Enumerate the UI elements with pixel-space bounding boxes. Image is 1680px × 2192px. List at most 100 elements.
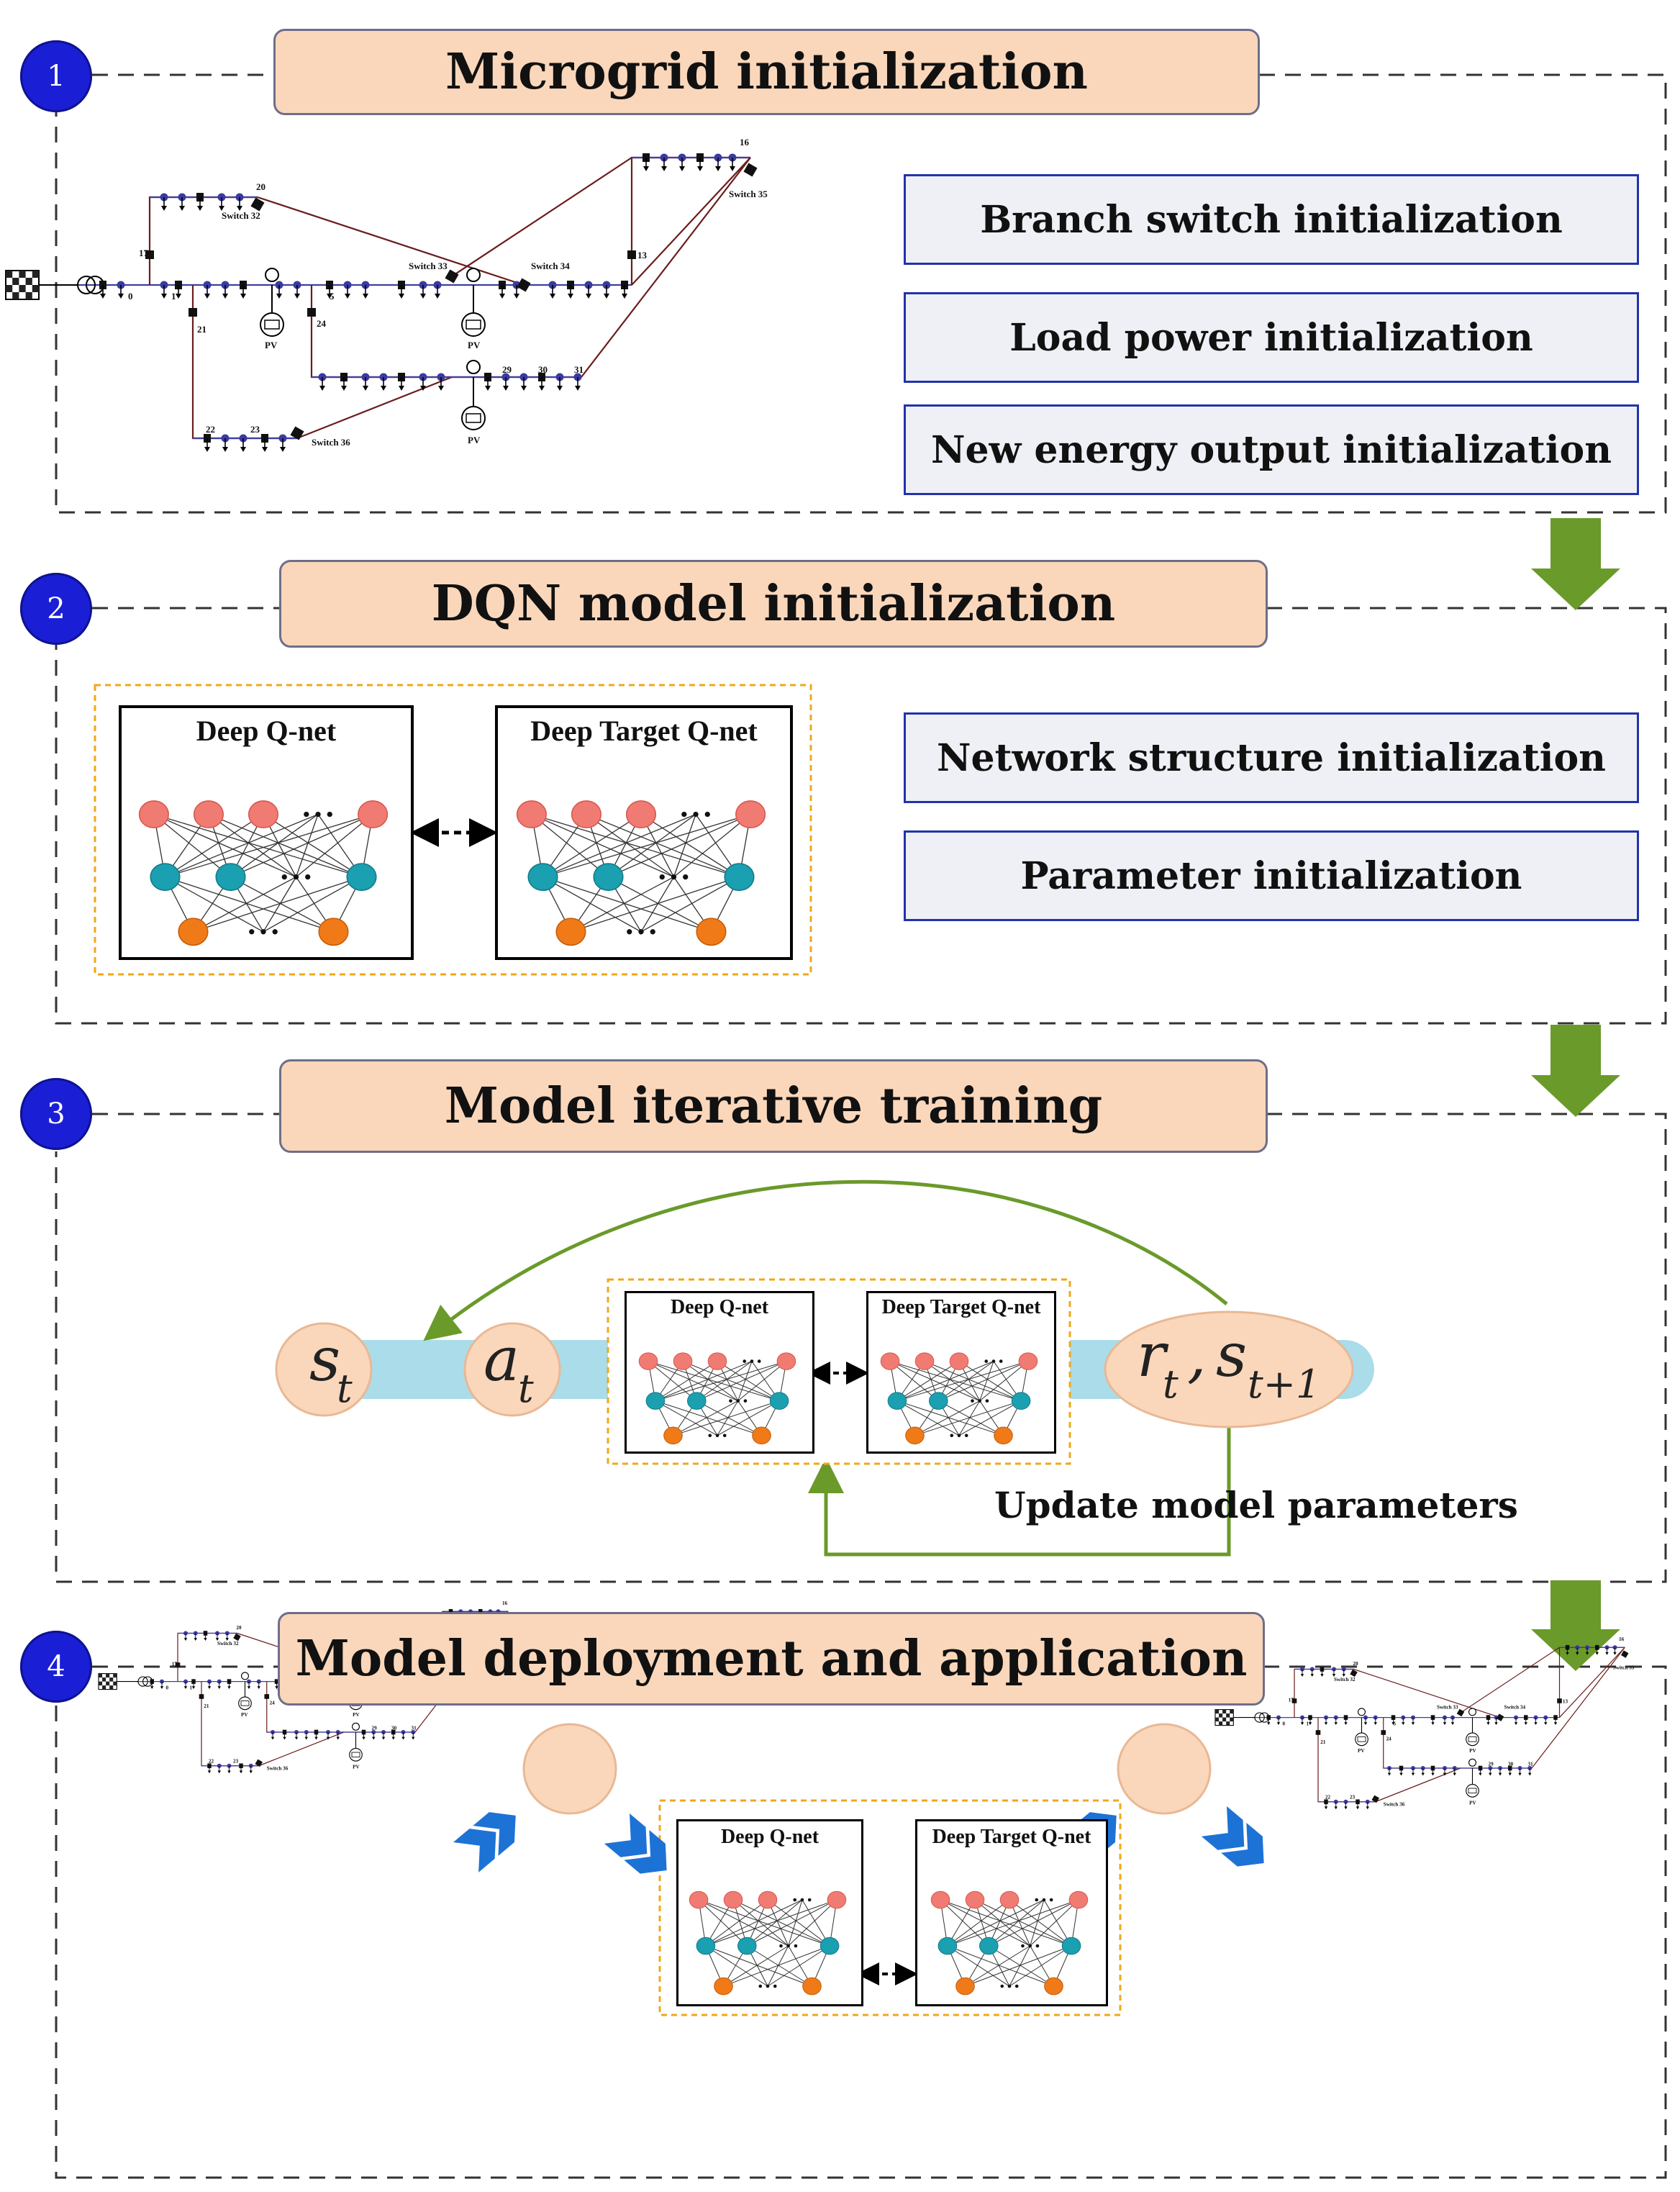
pv-panel xyxy=(349,1748,363,1762)
math-s: s xyxy=(1216,1320,1247,1390)
grid-load-arrow xyxy=(1544,1722,1548,1726)
grid-node-label: 13 xyxy=(637,250,648,261)
stage-4-frame xyxy=(55,1665,1667,2179)
grid-load-arrow xyxy=(1553,1722,1558,1726)
grid-bus xyxy=(159,1679,165,1684)
parameter-init-box: Parameter initialization xyxy=(904,830,1639,921)
grid-load-arrow xyxy=(1431,1722,1435,1726)
grid-node-label: 31 xyxy=(574,364,584,375)
grid-line xyxy=(296,376,453,440)
grid-node-label: 29 xyxy=(502,364,512,375)
deep-q-net-box-stage3: Deep Q-net xyxy=(625,1291,814,1454)
grid-load-arrow xyxy=(1387,1772,1391,1776)
grid-line xyxy=(1531,1647,1625,1769)
grid-load-arrow xyxy=(715,166,721,171)
grid-switch xyxy=(1430,1715,1435,1720)
grid-load-arrow xyxy=(401,1736,405,1740)
grid-load-arrow xyxy=(161,294,167,299)
grid-transformer xyxy=(77,276,96,294)
network-structure-init-box: Network structure initialization xyxy=(904,712,1639,803)
grid-load-arrow xyxy=(161,206,167,211)
grid-source-pattern xyxy=(1226,1721,1230,1726)
stage-3-number: 3 xyxy=(20,1078,92,1150)
grid-source-pattern xyxy=(6,285,13,292)
grid-node-label: 0 xyxy=(128,291,133,302)
math-s: s xyxy=(309,1324,340,1395)
grid-load-arrow xyxy=(1508,1772,1512,1776)
chevron-part xyxy=(453,1829,496,1872)
grid-load-arrow xyxy=(643,166,649,171)
grid-node-label: 0 xyxy=(166,1685,169,1691)
pv-meter xyxy=(466,360,481,374)
grid-node-label: 22 xyxy=(1325,1794,1331,1800)
grid-load-arrow xyxy=(622,294,627,299)
grid-switch xyxy=(1381,1730,1386,1735)
grid-switch xyxy=(199,1694,204,1699)
grid-node-label: 1 xyxy=(190,1685,193,1691)
grid-load-arrow xyxy=(336,1736,340,1740)
grid-bus xyxy=(246,1679,252,1684)
grid-source-pattern xyxy=(1215,1709,1220,1714)
grid-node-label: 20 xyxy=(256,181,265,192)
math-sub-t-plus-1: t+1 xyxy=(1248,1362,1320,1407)
grid-source-pattern xyxy=(25,292,32,299)
pv-panel-grid xyxy=(1468,1788,1477,1794)
grid-switch-label: Switch 36 xyxy=(312,437,350,448)
reward-ellipse xyxy=(1104,1310,1354,1428)
grid-switch-label: Switch 33 xyxy=(409,261,448,271)
stage-3-frame xyxy=(55,1113,1667,1583)
grid-load-arrow xyxy=(1518,1772,1522,1776)
grid-node-label: 23 xyxy=(1350,1794,1356,1800)
grid-source-pattern xyxy=(106,1681,110,1686)
grid-load-arrow xyxy=(604,294,609,299)
grid-load-arrow xyxy=(283,1736,286,1740)
branch-switch-init-box: Branch switch initialization xyxy=(904,174,1639,265)
grid-source-pattern xyxy=(113,1673,117,1678)
grid-bus xyxy=(256,1679,261,1684)
grid-tie-switch xyxy=(1496,1713,1504,1721)
grid-load-arrow xyxy=(1534,1722,1538,1726)
grid-tie-switch xyxy=(255,1759,263,1767)
math-sub-t: t xyxy=(518,1366,534,1411)
grid-load-arrow xyxy=(503,386,509,391)
down-arrow-1 xyxy=(1531,518,1620,610)
grid-pv-label: PV xyxy=(353,1765,360,1770)
grid-node-label: 17 xyxy=(1289,1698,1294,1703)
grid-load-arrow xyxy=(237,206,242,211)
pv-panel xyxy=(1466,1784,1479,1798)
grid-load-arrow xyxy=(257,1686,260,1690)
deploy-network-frame xyxy=(658,1799,1122,2016)
stage-1-title: Microgrid initialization xyxy=(273,29,1260,115)
grid-node-label: 29 xyxy=(372,1726,378,1731)
grid-load-arrow xyxy=(1344,1722,1348,1726)
grid-load-arrow xyxy=(1605,1652,1609,1655)
grid-switch xyxy=(150,1679,154,1684)
grid-load-arrow xyxy=(730,166,735,171)
grid-switch xyxy=(1315,1730,1321,1735)
grid-line xyxy=(1375,1767,1461,1803)
deep-target-q-net-label: Deep Target Q-net xyxy=(530,715,758,747)
grid-node-label: 16 xyxy=(740,137,750,148)
grid-source-pattern xyxy=(1222,1709,1227,1714)
grid-load-arrow xyxy=(391,1736,395,1740)
grid-load-arrow xyxy=(194,1638,197,1641)
grid-bus xyxy=(1323,1715,1329,1720)
grid-load-arrow xyxy=(227,1770,231,1774)
grid-switch-label: Switch 33 xyxy=(1437,1705,1458,1711)
grid-load-arrow xyxy=(557,386,563,391)
grid-load-arrow xyxy=(222,447,228,452)
grid-node-label: 23 xyxy=(250,424,260,435)
grid-source-pattern xyxy=(1219,1713,1223,1718)
pv-meter xyxy=(1468,1758,1477,1767)
grid-tie-switch xyxy=(233,1633,241,1641)
grid-load-arrow xyxy=(679,166,685,171)
grid-tie-switch xyxy=(1371,1795,1380,1803)
grid-source-pattern xyxy=(102,1677,106,1682)
grid-load-arrow xyxy=(1356,1806,1360,1810)
grid-load-arrow xyxy=(304,1736,308,1740)
grid-load-arrow xyxy=(1585,1652,1589,1655)
grid-load-arrow xyxy=(399,294,404,299)
